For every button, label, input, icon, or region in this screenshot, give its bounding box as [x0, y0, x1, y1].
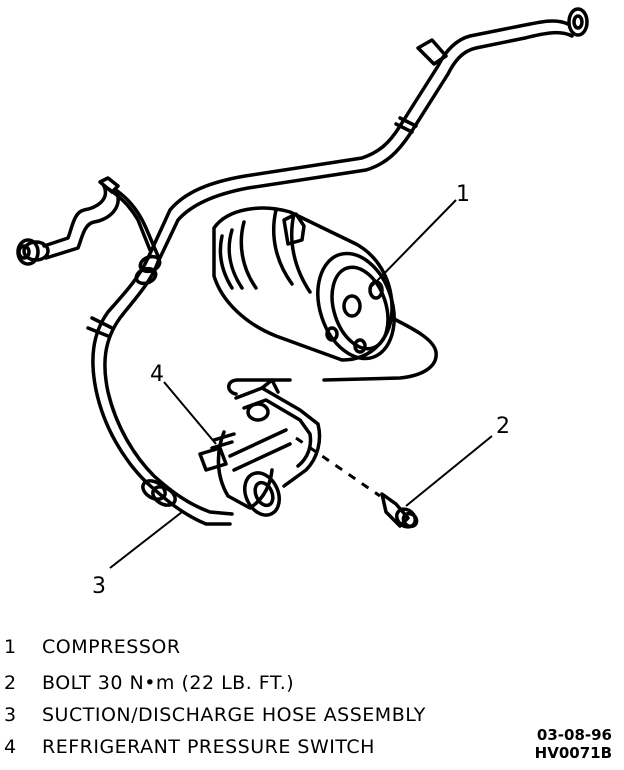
legend-number: 1 [4, 636, 17, 658]
callout-4: 4 [150, 362, 164, 387]
compressor [212, 206, 438, 396]
leader-lines [109, 199, 493, 569]
upper-hose-line [146, 7, 589, 264]
legend-text: COMPRESSOR [42, 636, 181, 658]
pressure-switch [198, 446, 228, 472]
legend-text: REFRIGERANT PRESSURE SWITCH [42, 736, 375, 758]
figure-code: HV0071B [534, 744, 612, 762]
left-clamp [86, 316, 114, 338]
legend-number: 4 [4, 736, 17, 758]
compressor-hose-diagram [16, 7, 589, 569]
top-right-fitting [567, 7, 589, 37]
bolt [380, 492, 419, 529]
figure-date: 03-08-96 [536, 726, 612, 744]
left-hose-line [86, 254, 234, 526]
callout-1: 1 [456, 182, 470, 207]
legend-number: 2 [4, 672, 17, 694]
legend-number: 3 [4, 704, 17, 726]
top-clamp [416, 38, 448, 66]
bolt-alignment-line [295, 436, 381, 498]
callout-2: 2 [496, 414, 510, 439]
pressure-switch-assembly [198, 378, 322, 517]
callout-3: 3 [92, 574, 106, 599]
legend-text: SUCTION/DISCHARGE HOSE ASSEMBLY [42, 704, 426, 726]
legend-text: BOLT 30 N•m (22 LB. FT.) [42, 672, 295, 694]
left-branch-line [16, 176, 160, 266]
